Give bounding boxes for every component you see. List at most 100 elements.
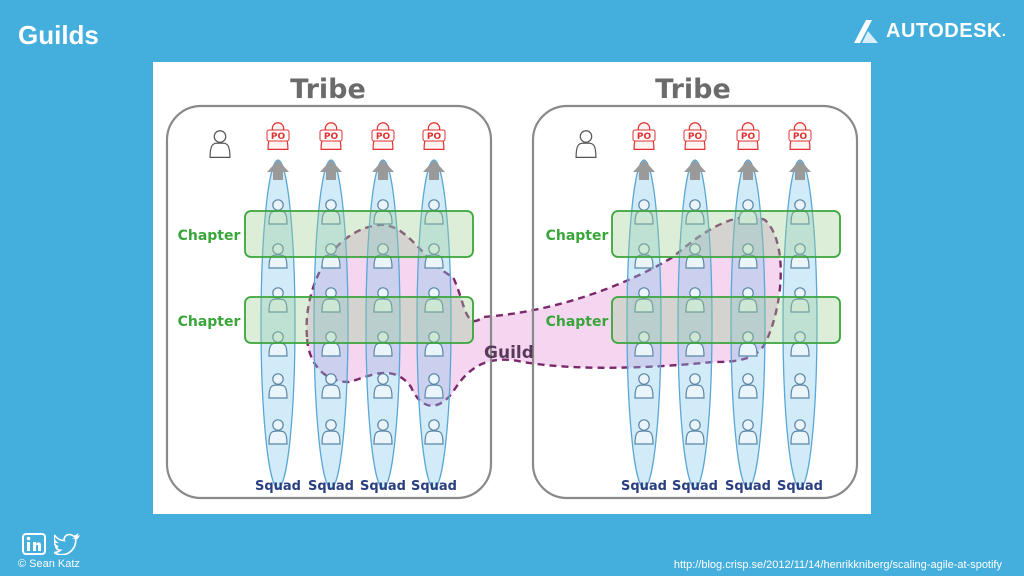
person-body	[209, 142, 231, 158]
arrow-up-icon	[633, 160, 655, 180]
person-body	[373, 254, 393, 269]
person-body	[738, 430, 758, 445]
person-body	[790, 430, 810, 445]
person-head	[272, 243, 284, 255]
person-head	[742, 373, 754, 385]
squad-label: Squad	[777, 479, 823, 494]
person-head	[689, 243, 701, 255]
person-head	[689, 419, 701, 431]
po-label: PO	[637, 132, 652, 142]
chapter-band	[611, 296, 841, 344]
squad-member-person-icon	[634, 419, 654, 445]
twitter-icon[interactable]	[54, 533, 80, 555]
social-links	[22, 533, 80, 555]
person-body	[634, 254, 654, 269]
person-body	[685, 342, 705, 357]
person-head	[742, 419, 754, 431]
chapter-band	[611, 210, 841, 258]
tribe-title: Tribe	[290, 74, 366, 105]
person-head	[377, 243, 389, 255]
squad-member-person-icon	[268, 419, 288, 445]
autodesk-logo-icon	[854, 20, 878, 43]
po-label: PO	[271, 132, 286, 142]
squad-member-person-icon	[268, 243, 288, 269]
squad-member-person-icon	[738, 419, 758, 445]
squad-member-person-icon	[685, 373, 705, 399]
squad-member-person-icon	[738, 243, 758, 269]
person-head	[428, 199, 440, 211]
squad-label: Squad	[411, 479, 457, 494]
po-label: PO	[741, 132, 756, 142]
po-badge	[683, 129, 707, 142]
po-badge	[371, 129, 395, 142]
source-url-link[interactable]: http://blog.crisp.se/2012/11/14/henrikkn…	[673, 559, 1002, 571]
person-head	[689, 287, 701, 299]
person-body	[268, 384, 288, 399]
person-body	[373, 430, 393, 445]
person-body	[634, 342, 654, 357]
brand-name: AUTODESK	[886, 19, 1002, 42]
squad-member-person-icon	[634, 373, 654, 399]
person-body	[424, 254, 444, 269]
po-badge	[319, 129, 343, 142]
person-body	[738, 384, 758, 399]
squad-member-person-icon	[321, 373, 341, 399]
person-body	[685, 254, 705, 269]
arrow-up-icon	[789, 160, 811, 180]
person-head	[794, 243, 806, 255]
squad-member-person-icon	[321, 287, 341, 313]
person-body	[268, 342, 288, 357]
person-head	[325, 373, 337, 385]
person-head	[742, 287, 754, 299]
tribe-title: Tribe	[655, 74, 731, 105]
person-body	[321, 298, 341, 313]
person-body	[790, 254, 810, 269]
person-head	[638, 243, 650, 255]
linkedin-icon[interactable]	[22, 533, 46, 555]
person-head	[325, 419, 337, 431]
person-body	[685, 384, 705, 399]
po-label: PO	[376, 132, 391, 142]
person-head	[213, 130, 227, 143]
person-body	[738, 254, 758, 269]
person-head	[428, 243, 440, 255]
person-head	[742, 199, 754, 211]
arrow-up-icon	[267, 160, 289, 180]
squad-member-person-icon	[373, 243, 393, 269]
arrow-up-icon	[320, 160, 342, 180]
chapter-label: Chapter	[178, 228, 241, 244]
squad-label: Squad	[360, 479, 406, 494]
person-head	[689, 373, 701, 385]
squad-member-person-icon	[634, 287, 654, 313]
squad-member-person-icon	[424, 373, 444, 399]
person-head	[377, 199, 389, 211]
person-body	[424, 298, 444, 313]
squad-member-person-icon	[373, 373, 393, 399]
squad-member-person-icon	[738, 373, 758, 399]
person-head	[272, 199, 284, 211]
person-body	[424, 342, 444, 357]
person-body	[321, 342, 341, 357]
person-body	[738, 298, 758, 313]
squad-member-person-icon	[268, 287, 288, 313]
person-body	[373, 342, 393, 357]
person-body	[790, 342, 810, 357]
person-head	[428, 419, 440, 431]
person-body	[373, 384, 393, 399]
squad-label: Squad	[255, 479, 301, 494]
person-head	[638, 419, 650, 431]
arrow-up-icon	[684, 160, 706, 180]
squad-member-person-icon	[738, 331, 758, 357]
chapter-band	[244, 210, 474, 258]
tribe-lead-person-icon	[575, 130, 597, 158]
person-head	[742, 243, 754, 255]
po-badge	[736, 129, 760, 142]
tribe-boundary	[531, 104, 859, 500]
person-head	[579, 130, 593, 143]
squad-member-person-icon	[321, 243, 341, 269]
brand-mark: .	[1001, 23, 1007, 39]
squad-member-person-icon	[790, 243, 810, 269]
tribe-lead-person-icon	[209, 130, 231, 158]
squad-member-person-icon	[424, 419, 444, 445]
po-label: PO	[324, 132, 339, 142]
